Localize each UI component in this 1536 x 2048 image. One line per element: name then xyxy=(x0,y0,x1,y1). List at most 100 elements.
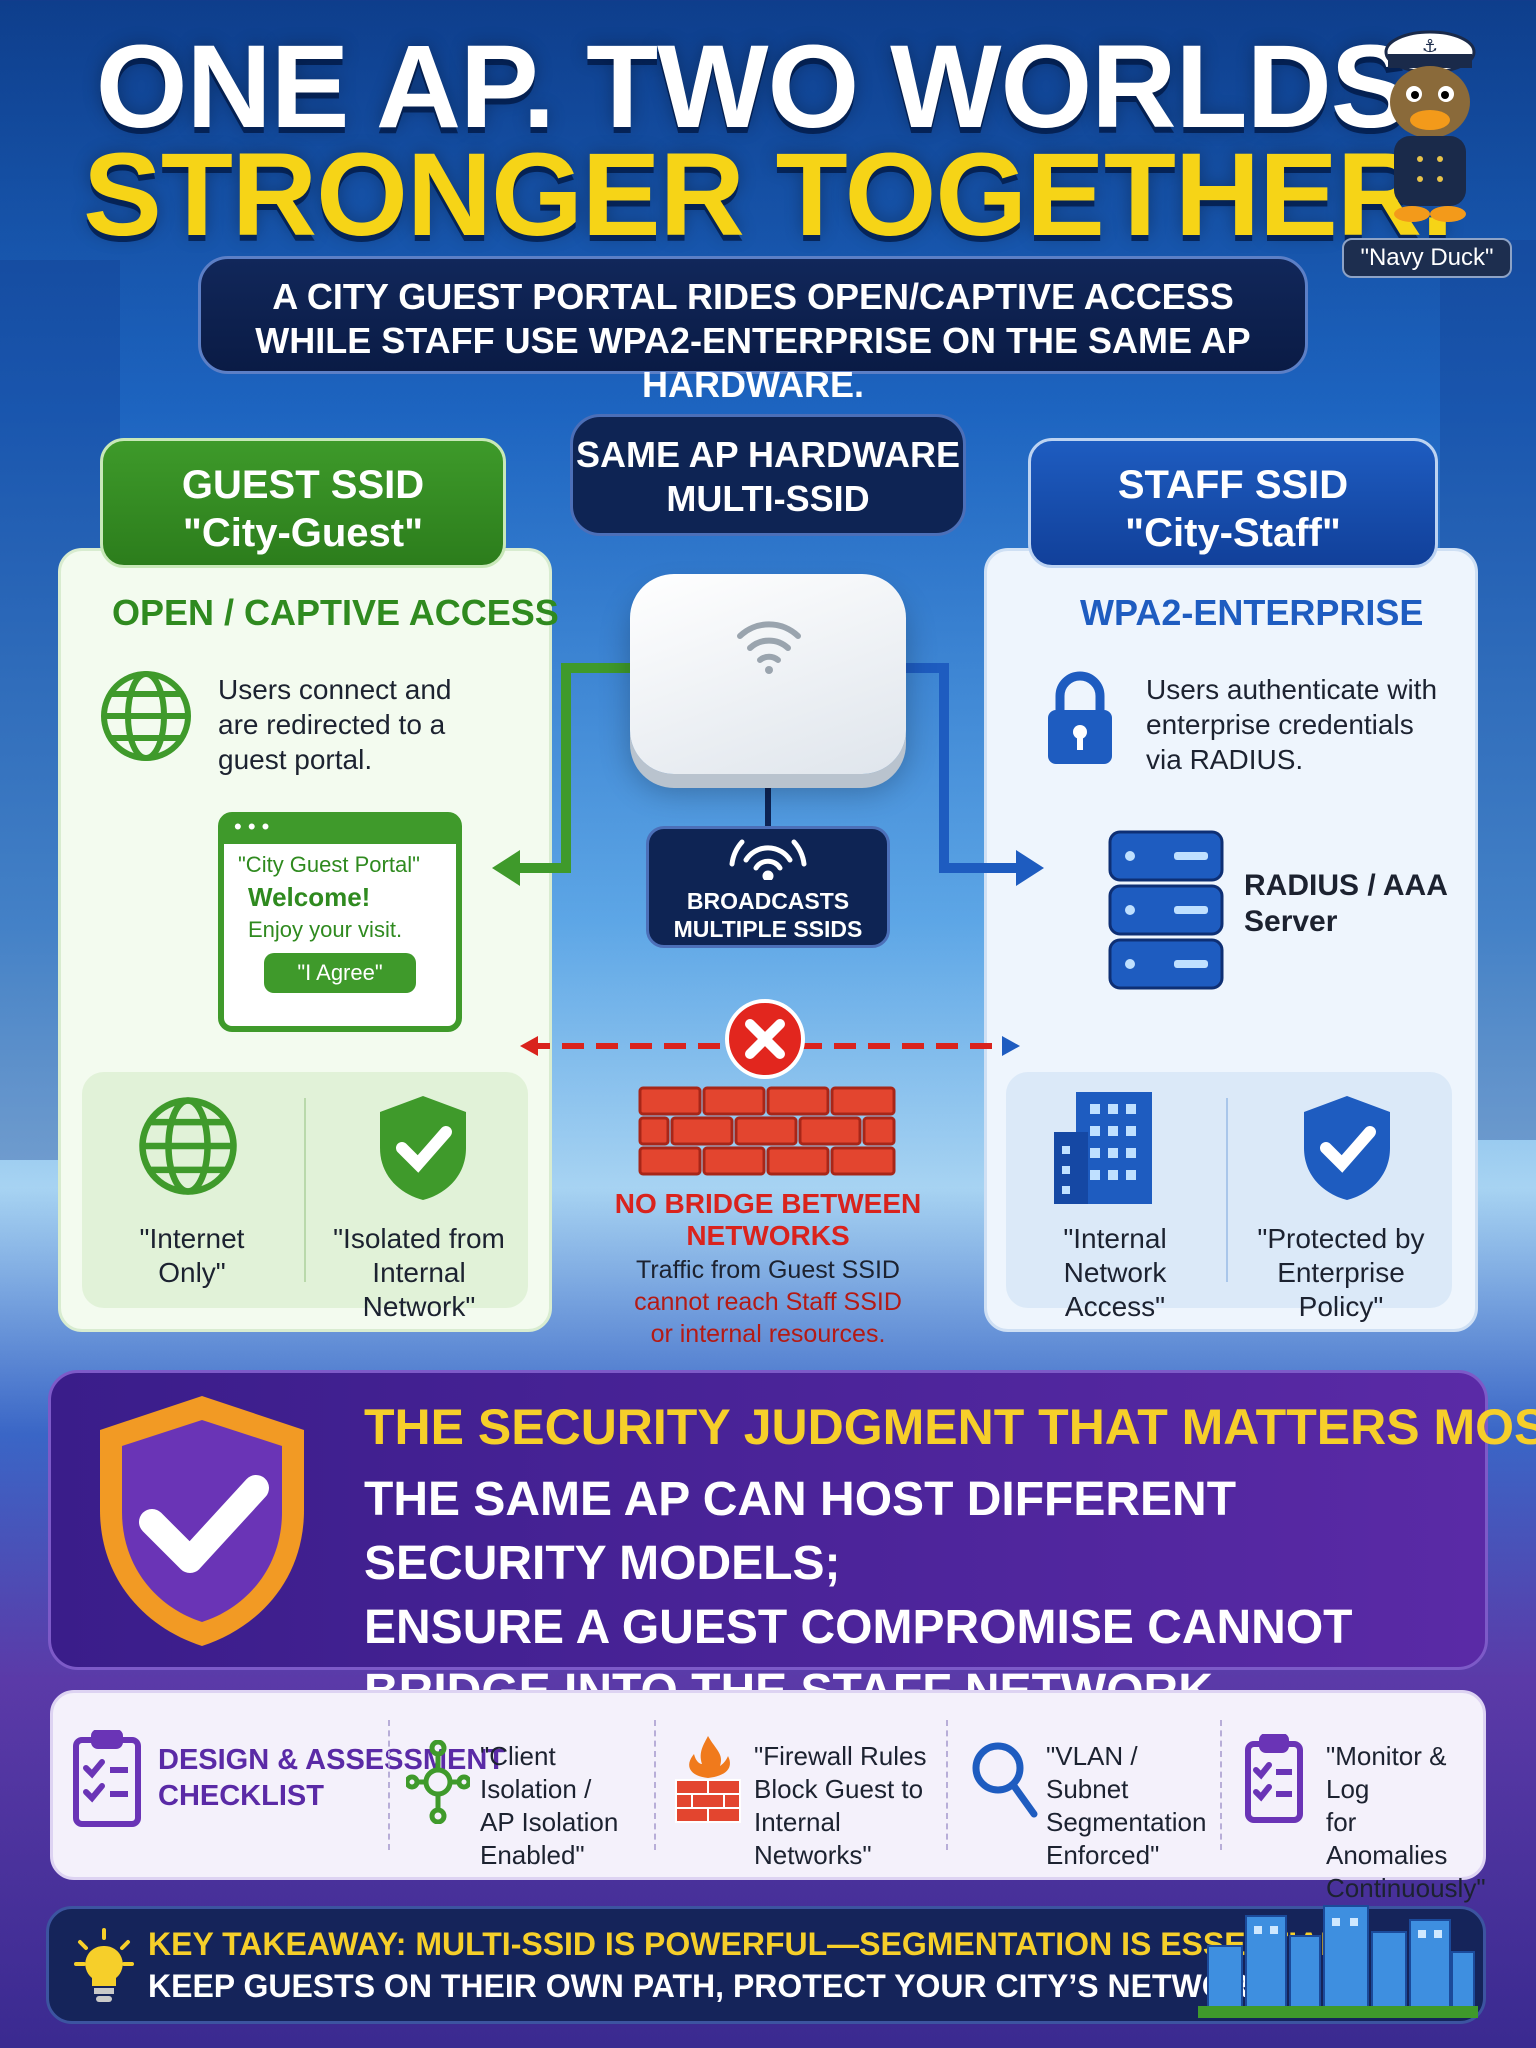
no-bridge-line: NETWORKS xyxy=(686,1220,850,1251)
staff-feature-enterprise-policy: "Protected by Enterprise Policy" xyxy=(1234,1222,1448,1324)
panel-divider xyxy=(1226,1098,1228,1282)
shield-check-icon xyxy=(374,1092,472,1204)
portal-welcome: Welcome! xyxy=(248,882,371,912)
checklist-heading-line: DESIGN & ASSESSMENT xyxy=(158,1744,505,1776)
checklist-line: Enforced" xyxy=(1046,1840,1160,1870)
same-ap-tab: SAME AP HARDWARE MULTI-SSID xyxy=(570,414,966,536)
checklist-line: "Firewall Rules xyxy=(754,1741,927,1771)
globe-icon xyxy=(98,668,194,764)
staff-heading: WPA2-ENTERPRISE xyxy=(1080,592,1424,633)
feature-line: "Protected by xyxy=(1257,1223,1425,1254)
portal-enjoy: Enjoy your visit. xyxy=(248,917,403,942)
judgment-body: THE SAME AP CAN HOST DIFFERENT SECURITY … xyxy=(364,1468,1474,1724)
staff-desc-line: Users authenticate with xyxy=(1146,674,1438,705)
page-title-line1: ONE AP. TWO WORLDS. xyxy=(95,21,1442,153)
guest-desc-line: are redirected to a xyxy=(218,709,446,740)
broadcast-line: MULTIPLE SSIDS xyxy=(673,916,863,942)
guest-ssid-title: GUEST SSID xyxy=(181,463,425,507)
shield-check-icon xyxy=(1298,1092,1396,1204)
globe-icon xyxy=(136,1094,240,1198)
feature-line: Internal Network" xyxy=(362,1257,476,1322)
firewall-icon xyxy=(638,1086,898,1178)
subtitle-banner: A CITY GUEST PORTAL RIDES OPEN/CAPTIVE A… xyxy=(198,256,1308,405)
portal-title: "City Guest Portal" xyxy=(238,852,420,877)
judgment-title: THE SECURITY JUDGMENT THAT MATTERS MOST xyxy=(364,1399,1536,1455)
server-label-line: Server xyxy=(1244,905,1338,938)
feature-line: "Internal Network xyxy=(1063,1223,1167,1288)
checklist-divider xyxy=(654,1720,656,1850)
checklist-firewall-rules: "Firewall Rules Block Guest to Internal … xyxy=(754,1740,944,1872)
firewall-flame-icon xyxy=(674,1734,742,1824)
mascot-label: "Navy Duck" xyxy=(1342,238,1512,278)
staff-ssid-name: "City-Staff" xyxy=(1125,511,1341,555)
svg-text:⚓: ⚓ xyxy=(1422,36,1438,56)
no-bridge-line: NO BRIDGE BETWEEN xyxy=(614,1188,922,1219)
checklist-line: "Client Isolation / xyxy=(480,1741,592,1804)
checklist-vlan-segmentation: "VLAN / Subnet Segmentation Enforced" xyxy=(1046,1740,1216,1872)
takeaway-line2: KEEP GUESTS ON THEIR OWN PATH, PROTECT Y… xyxy=(148,1968,1282,2004)
checklist-line: "Monitor & Log xyxy=(1326,1741,1447,1804)
lightbulb-icon xyxy=(74,1928,134,2004)
staff-ssid-title: STAFF SSID xyxy=(1117,463,1349,507)
portal-agree-button[interactable]: "I Agree" xyxy=(264,953,416,993)
feature-line: "Isolated from xyxy=(333,1223,505,1254)
checklist-divider xyxy=(388,1720,390,1850)
feature-line: "Internet xyxy=(139,1223,245,1254)
broadcast-line: BROADCASTS xyxy=(686,888,850,914)
no-bridge-title: NO BRIDGE BETWEEN NETWORKS xyxy=(600,1188,936,1252)
guest-portal-mock: • • • "City Guest Portal" Welcome! Enjoy… xyxy=(218,812,462,1032)
checklist-divider xyxy=(1220,1720,1222,1850)
server-rack-icon xyxy=(1108,830,1224,990)
feature-line: Only" xyxy=(158,1257,226,1288)
wifi-broadcast-icon xyxy=(724,834,812,882)
staff-description: Users authenticate with enterprise crede… xyxy=(1146,672,1466,777)
clipboard-checklist-icon xyxy=(72,1729,142,1828)
checklist-client-isolation: "Client Isolation / AP Isolation Enabled… xyxy=(480,1740,650,1872)
no-bridge-description: Traffic from Guest SSID cannot reach Sta… xyxy=(600,1254,936,1350)
subtitle-line2: WHILE STAFF USE WPA2-ENTERPRISE ON THE S… xyxy=(255,320,1251,405)
no-bridge-desc-line: Traffic from Guest SSID xyxy=(636,1256,900,1284)
page-title-line2: STRONGER TOGETHER. xyxy=(83,129,1454,261)
magnifier-icon xyxy=(970,1740,1038,1820)
wifi-icon xyxy=(734,616,804,676)
feature-line: Enterprise Policy" xyxy=(1277,1257,1405,1322)
lock-icon xyxy=(1044,668,1116,768)
checklist-heading-line: CHECKLIST xyxy=(158,1780,324,1812)
guest-desc-line: Users connect and xyxy=(218,674,452,705)
checklist-line: Segmentation xyxy=(1046,1807,1207,1837)
checklist-monitor-log: "Monitor & Log for Anomalies Continuousl… xyxy=(1326,1740,1486,1905)
staff-ssid-tab: STAFF SSID "City-Staff" xyxy=(1028,438,1438,568)
panel-divider xyxy=(304,1098,306,1282)
checklist-line: Enabled" xyxy=(480,1840,585,1870)
guest-ssid-name: "City-Guest" xyxy=(182,511,424,555)
feature-line: Access" xyxy=(1064,1291,1166,1322)
city-skyline-icon xyxy=(1198,1896,1478,2018)
checklist-line: Block Guest to xyxy=(754,1774,924,1804)
staff-desc-line: enterprise credentials xyxy=(1146,709,1414,740)
clipboard-log-icon xyxy=(1244,1733,1304,1824)
no-bridge-desc-line: or internal resources. xyxy=(650,1320,886,1348)
portal-titlebar: • • • xyxy=(224,816,456,844)
guest-desc-line: guest portal. xyxy=(218,744,373,775)
guest-ssid-tab: GUEST SSID "City-Guest" xyxy=(100,438,506,568)
guest-heading: OPEN / CAPTIVE ACCESS xyxy=(112,592,559,633)
guest-feature-internet-only: "Internet Only" xyxy=(92,1222,292,1290)
subtitle-line1: A CITY GUEST PORTAL RIDES OPEN/CAPTIVE A… xyxy=(272,276,1234,317)
multi-ssid-title: MULTI-SSID xyxy=(666,478,870,519)
guest-feature-isolated: "Isolated from Internal Network" xyxy=(314,1222,524,1324)
blocked-x-icon xyxy=(724,998,806,1080)
access-point-device xyxy=(630,574,906,774)
navy-duck-mascot-icon: ⚓ xyxy=(1368,24,1492,234)
connector-arrows xyxy=(492,663,1044,886)
checklist-line: Internal Networks" xyxy=(754,1807,872,1870)
takeaway-line1: KEY TAKEAWAY: MULTI-SSID IS POWERFUL—SEG… xyxy=(148,1926,1349,1962)
office-building-icon xyxy=(1052,1090,1158,1206)
orange-shield-check-icon xyxy=(90,1390,314,1652)
checklist-line: AP Isolation xyxy=(480,1807,619,1837)
judgment-line: THE SAME AP CAN HOST DIFFERENT SECURITY … xyxy=(364,1473,1237,1590)
checklist-line: "VLAN / Subnet xyxy=(1046,1741,1138,1804)
guest-description: Users connect and are redirected to a gu… xyxy=(218,672,528,777)
staff-feature-internal-access: "Internal Network Access" xyxy=(1010,1222,1220,1324)
checklist-line: for Anomalies xyxy=(1326,1807,1448,1870)
staff-desc-line: via RADIUS. xyxy=(1146,744,1304,775)
